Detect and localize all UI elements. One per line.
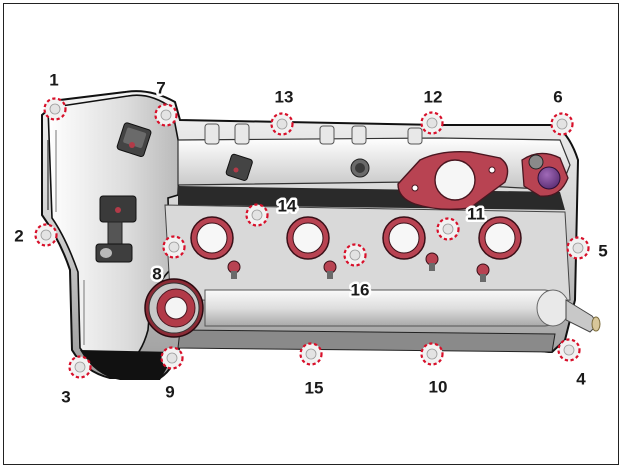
bolt-label-7: 7: [156, 79, 165, 98]
bolt-label-halo: 7: [156, 79, 165, 98]
bolt-label-11: 11: [467, 205, 485, 224]
bolt-marker-16: [343, 243, 367, 267]
bolt-head: [556, 118, 568, 130]
bolt-label-1: 1: [49, 71, 58, 90]
bolt-label-halo: 16: [351, 281, 370, 300]
bolt-label-halo: 15: [305, 379, 324, 398]
bolt-head: [563, 344, 575, 356]
bolt-head: [426, 348, 438, 360]
bolt-label-halo: 14: [278, 197, 297, 216]
bolt-marker-4: [557, 338, 581, 362]
bolt-label-16: 16: [351, 281, 370, 300]
bolt-marker-15: [299, 342, 323, 366]
bolt-head: [276, 118, 288, 130]
bolt-label-halo: 6: [553, 88, 562, 107]
bolt-marker-3: [68, 355, 92, 379]
bolt-label-halo: 9: [165, 383, 174, 402]
bolt-head: [349, 249, 361, 261]
bolt-marker-9: [160, 346, 184, 370]
bolt-marker-6: [550, 112, 574, 136]
bolt-label-8: 8: [152, 265, 161, 284]
bolt-label-halo: 13: [275, 88, 294, 107]
bolt-marker-12: [420, 111, 444, 135]
bolt-label-halo: 10: [429, 378, 448, 397]
bolt-label-halo: 5: [598, 242, 607, 261]
bolt-label-halo: 8: [152, 265, 161, 284]
bolt-marker-10: [420, 342, 444, 366]
bolt-head: [168, 241, 180, 253]
bolt-marker-14: [245, 203, 269, 227]
bolt-label-15: 15: [305, 379, 324, 398]
bolt-label-halo: 12: [424, 88, 443, 107]
bolt-marker-2: [34, 223, 58, 247]
bolt-label-halo: 4: [576, 370, 586, 389]
bolt-label-9: 9: [165, 383, 174, 402]
bolt-marker-5: [566, 236, 590, 260]
bolt-label-3: 3: [61, 388, 70, 407]
bolt-head: [166, 352, 178, 364]
bolt-head: [49, 103, 61, 115]
bolt-label-6: 6: [553, 88, 562, 107]
bolt-marker-1: [43, 97, 67, 121]
bolt-head: [442, 223, 454, 235]
spark-plug-seals: [190, 216, 522, 260]
cover-body: [41, 90, 601, 380]
bolt-label-halo: 3: [61, 388, 70, 407]
bolt-label-halo: 1: [49, 71, 58, 90]
bolt-head: [160, 109, 172, 121]
bolt-label-10: 10: [429, 378, 448, 397]
bolt-label-13: 13: [275, 88, 294, 107]
bolt-label-halo: 11: [467, 205, 485, 224]
bolt-markers: [34, 97, 590, 379]
bolt-marker-8: [162, 235, 186, 259]
bolt-label-12: 12: [424, 88, 443, 107]
bolt-label-5: 5: [598, 242, 607, 261]
bolt-label-2: 2: [14, 227, 23, 246]
bolt-head: [426, 117, 438, 129]
bolt-head: [305, 348, 317, 360]
bolt-label-14: 14: [278, 197, 297, 216]
bolt-head: [251, 209, 263, 221]
bolt-marker-13: [270, 112, 294, 136]
bolt-marker-11: [436, 217, 460, 241]
bolt-label-4: 4: [576, 370, 586, 389]
bolt-head: [74, 361, 86, 373]
bolt-marker-7: [154, 103, 178, 127]
bolt-label-halo: 2: [14, 227, 23, 246]
bolt-head: [572, 242, 584, 254]
bolt-head: [40, 229, 52, 241]
